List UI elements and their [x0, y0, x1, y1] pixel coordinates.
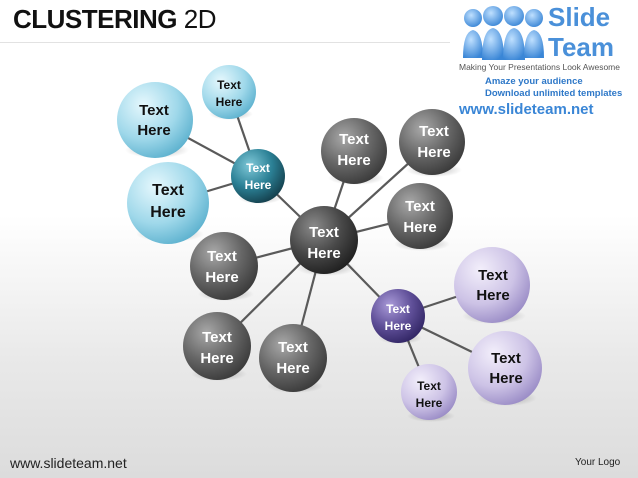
node-label-line2: Here — [245, 178, 272, 192]
node-purple-hub: Text Here — [371, 289, 425, 344]
logo-tagline: Making Your Presentations Look Awesome — [459, 62, 620, 72]
node-gray-right: Text Here — [387, 183, 453, 251]
node-label-line1: Text — [246, 161, 270, 175]
title-bold: CLUSTERING — [13, 4, 178, 34]
node-label-line1: Text — [417, 379, 441, 393]
node-cyan-top: Text Here — [202, 65, 256, 120]
node-gray-top-mid: Text Here — [321, 118, 387, 185]
your-logo-placeholder: Your Logo — [575, 457, 621, 468]
node-label-line2: Here — [416, 396, 443, 410]
node-label-line2: Here — [307, 245, 340, 262]
title-light: 2D — [183, 4, 217, 34]
node-label-line1: Text — [386, 302, 410, 316]
node-purple-bottom: Text Here — [401, 364, 457, 422]
logo-url[interactable]: www.slideteam.net — [459, 101, 594, 118]
node-label-line2: Here — [200, 350, 233, 367]
logo-download-text: Download unlimited templates — [485, 88, 623, 99]
node-label-line2: Here — [476, 287, 509, 304]
node-label-line1: Text — [478, 267, 508, 284]
node-center: Text Here — [290, 206, 358, 276]
node-label-line1: Text — [339, 131, 369, 148]
logo-brand-team: Team — [548, 32, 614, 62]
footer-url[interactable]: www.slideteam.net — [10, 455, 127, 471]
node-gray-left: Text Here — [190, 232, 258, 301]
node-label-line1: Text — [139, 102, 169, 119]
logo-amaze-text: Amaze your audience — [485, 76, 583, 87]
node-gray-bottom-mid: Text Here — [259, 324, 327, 393]
people-icon — [463, 6, 544, 60]
node-label-line2: Here — [276, 360, 309, 377]
node-teal-hub: Text Here — [231, 149, 285, 204]
node-label-line2: Here — [489, 370, 522, 387]
node-cyan-left-bottom: Text Here — [127, 162, 209, 244]
node-label-line1: Text — [202, 329, 232, 346]
node-label-line2: Here — [403, 219, 436, 236]
node-label-line2: Here — [417, 144, 450, 161]
node-label-line2: Here — [137, 122, 170, 139]
node-label-line2: Here — [385, 319, 412, 333]
node-purple-right: Text Here — [468, 331, 542, 406]
node-label-line2: Here — [337, 152, 370, 169]
node-label-line1: Text — [405, 198, 435, 215]
node-label-line1: Text — [217, 78, 241, 92]
node-label-line1: Text — [419, 123, 449, 140]
node-gray-bottom-left: Text Here — [183, 312, 251, 381]
node-label-line1: Text — [278, 339, 308, 356]
node-label-line1: Text — [309, 224, 339, 241]
node-gray-top-right: Text Here — [399, 109, 465, 177]
node-label-line1: Text — [491, 350, 521, 367]
node-purple-top: Text Here — [454, 247, 530, 324]
header-divider — [0, 42, 450, 43]
node-cyan-left-top: Text Here — [117, 82, 193, 158]
node-label-line2: Here — [216, 95, 243, 109]
slide-title: CLUSTERING 2D — [13, 4, 216, 35]
slideteam-logo: Slide Team Making Your Presentations Loo… — [455, 2, 635, 122]
node-label-line1: Text — [207, 248, 237, 265]
node-label-line2: Here — [205, 269, 238, 286]
node-label-line1: Text — [152, 182, 184, 199]
node-label-line2: Here — [150, 204, 186, 221]
logo-brand-slide: Slide — [548, 2, 611, 32]
